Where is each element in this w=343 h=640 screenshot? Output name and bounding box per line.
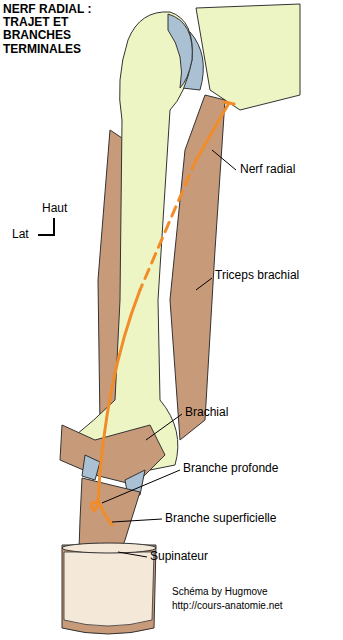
credit-url: http://cours-anatomie.net xyxy=(172,600,283,612)
part-label: Branche profonde xyxy=(183,462,278,476)
part-label: Nerf radial xyxy=(240,163,295,177)
part-label: Brachial xyxy=(185,406,228,420)
part-label: Branche superficielle xyxy=(165,512,276,526)
credit-note: Schéma by Hugmove xyxy=(172,586,268,598)
part-label: Triceps brachial xyxy=(215,269,299,283)
axis-label: Lat xyxy=(12,228,29,242)
axis-label: Haut xyxy=(42,202,67,216)
part-label: Supinateur xyxy=(150,550,208,564)
diagram-title: NERF RADIAL : TRAJET ET BRANCHES TERMINA… xyxy=(3,3,121,56)
